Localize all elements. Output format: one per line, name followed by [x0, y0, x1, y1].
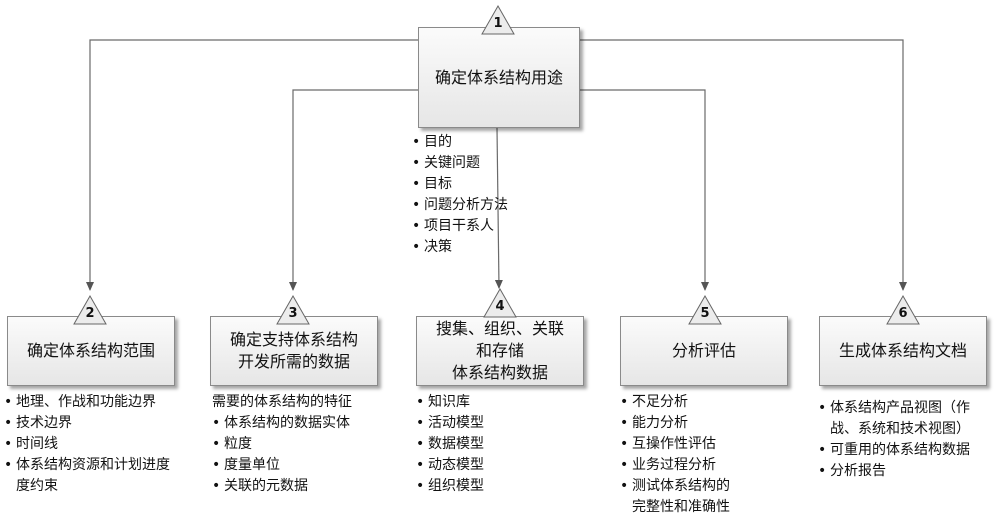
- list-item: 目标: [412, 174, 508, 195]
- step-1-number: 1: [493, 16, 503, 31]
- step-1-box: 确定体系结构用途: [418, 27, 580, 128]
- list-item: 关联的元数据: [212, 476, 350, 497]
- step-2-box: 确定体系结构范围: [7, 316, 175, 386]
- list-item: 活动模型: [416, 413, 484, 434]
- arrow-to-step-2: [86, 39, 418, 291]
- step-6-marker: 6: [886, 295, 920, 325]
- list-item: 组织模型: [416, 476, 484, 497]
- list-item: 动态模型: [416, 455, 484, 476]
- step-5-marker: 5: [688, 295, 722, 325]
- step-1-marker: 1: [481, 5, 515, 35]
- step-4-box: 搜集、组织、关联 和存储 体系结构数据: [416, 316, 584, 386]
- step-4-number: 4: [495, 299, 505, 314]
- step-5-number: 5: [700, 306, 710, 321]
- step-3-intro: 需要的体系结构的特征: [212, 394, 352, 410]
- list-item: 粒度: [212, 434, 350, 455]
- list-item: 可重用的体系结构数据: [818, 440, 970, 461]
- step-2-marker: 2: [73, 295, 107, 325]
- step-2-title: 确定体系结构范围: [26, 341, 155, 360]
- step-4-title-line-3: 体系结构数据: [451, 363, 548, 382]
- list-item: 度量单位: [212, 455, 350, 476]
- list-item: 战、系统和技术视图）: [830, 421, 970, 437]
- list-item: 项目干系人: [412, 216, 508, 237]
- step-4-title-line-2: 和存储: [475, 341, 524, 360]
- list-item: 知识库: [416, 392, 484, 413]
- step-4-marker: 4: [483, 288, 517, 318]
- list-item: 问题分析方法: [412, 195, 508, 216]
- list-item: 决策: [412, 237, 508, 258]
- list-item: 完整性和准确性: [632, 499, 730, 515]
- list-item: 业务过程分析: [620, 455, 730, 476]
- step-6-title: 生成体系结构文档: [838, 341, 967, 360]
- step-3-title-line-2: 开发所需的数据: [237, 352, 350, 371]
- list-item: 能力分析: [620, 413, 730, 434]
- list-item: 互操作性评估: [620, 434, 730, 455]
- step-6-box: 生成体系结构文档: [819, 316, 987, 386]
- step-3-title-line-1: 确定支持体系结构: [229, 330, 358, 349]
- list-item: 体系结构的数据实体: [212, 413, 350, 434]
- arrow-to-step-3: [289, 89, 418, 291]
- list-item: 数据模型: [416, 434, 484, 455]
- list-item: 地理、作战和功能边界: [4, 392, 170, 413]
- list-item: 技术边界: [4, 413, 170, 434]
- step-5-bullets: 不足分析 能力分析 互操作性评估 业务过程分析 测试体系结构的 完整性和准确性: [620, 392, 730, 518]
- list-item: 测试体系结构的: [620, 476, 730, 497]
- list-item: 体系结构资源和计划进度: [4, 455, 170, 476]
- list-item: 分析报告: [818, 461, 970, 482]
- step-1-bullets: 目的 关键问题 目标 问题分析方法 项目干系人 决策: [412, 132, 508, 258]
- step-3-number: 3: [288, 306, 298, 321]
- step-6-number: 6: [898, 306, 908, 321]
- step-5-box: 分析评估: [620, 316, 788, 386]
- list-item: 关键问题: [412, 153, 508, 174]
- step-2-number: 2: [85, 306, 95, 321]
- step-1-title: 确定体系结构用途: [434, 67, 563, 87]
- arrow-to-step-6: [580, 39, 907, 291]
- step-6-bullets: 体系结构产品视图（作 战、系统和技术视图） 可重用的体系结构数据 分析报告: [818, 398, 970, 482]
- step-2-bullets: 地理、作战和功能边界 技术边界 时间线 体系结构资源和计划进度 度约束: [4, 392, 170, 497]
- step-3-box: 确定支持体系结构 开发所需的数据: [210, 316, 378, 386]
- arrow-to-step-5: [580, 89, 709, 291]
- list-item: 目的: [412, 132, 508, 153]
- step-3-marker: 3: [276, 295, 310, 325]
- step-3-bullets: 体系结构的数据实体 粒度 度量单位 关联的元数据: [212, 413, 350, 497]
- step-5-title: 分析评估: [671, 341, 736, 360]
- list-item: 不足分析: [620, 392, 730, 413]
- step-4-bullets: 知识库 活动模型 数据模型 动态模型 组织模型: [416, 392, 484, 497]
- list-item: 度约束: [16, 478, 58, 494]
- list-item: 体系结构产品视图（作: [818, 398, 970, 419]
- list-item: 时间线: [4, 434, 170, 455]
- step-4-title-line-1: 搜集、组织、关联: [435, 319, 564, 338]
